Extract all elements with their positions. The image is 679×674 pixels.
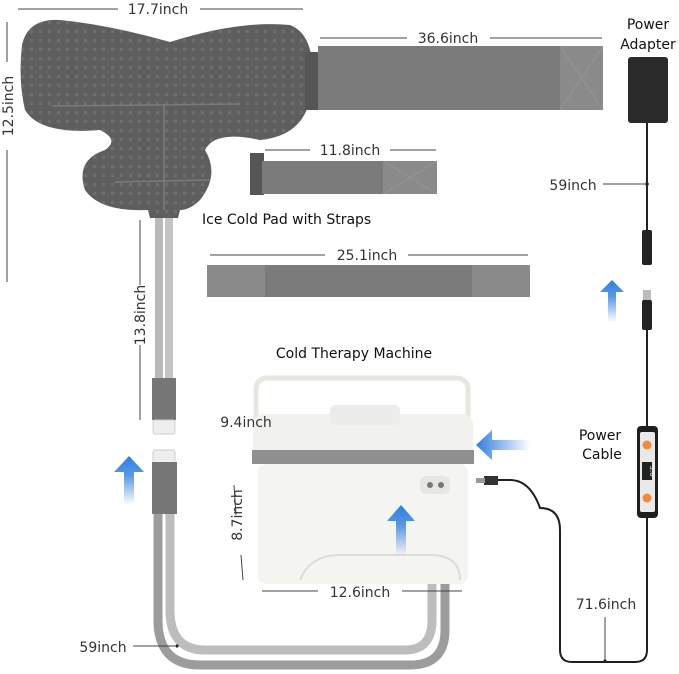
blue-up-arrow-icon <box>387 505 415 555</box>
strap-long: 36.6inch <box>318 31 604 111</box>
blue-up-arrow-icon <box>114 456 144 505</box>
power-cable-label-1: Power <box>579 428 622 444</box>
power-cable-length: 71.6inch <box>576 597 637 613</box>
power-cable-label-2: Cable <box>582 447 622 463</box>
adapter-cord-length: 59inch <box>549 178 596 194</box>
strap-medium-length: 25.1inch <box>337 248 398 264</box>
machine-label: Cold Therapy Machine <box>276 346 432 362</box>
mode-button-icon[interactable] <box>642 493 652 503</box>
machine-depth: 9.4inch <box>220 415 272 431</box>
upper-tubes: 13.8inch <box>133 218 176 435</box>
ice-cold-pad <box>20 19 319 219</box>
pad-height-label: 12.5inch <box>1 76 17 137</box>
controller-display: 5.6 <box>648 465 656 477</box>
blue-left-arrow-icon <box>476 430 530 460</box>
power-adapter-label-2: Adapter <box>620 37 676 53</box>
lower-tube-length: 59inch <box>79 640 126 656</box>
strap-long-length: 36.6inch <box>418 31 479 47</box>
upper-tube-length: 13.8inch <box>133 285 149 346</box>
power-adapter: Power Adapter 59inch <box>549 17 676 430</box>
pad-width-dimension: 17.7inch <box>18 2 303 18</box>
power-adapter-label-1: Power <box>627 17 670 33</box>
blue-up-arrow-icon <box>600 280 624 322</box>
strap-short-length: 11.8inch <box>320 143 381 159</box>
pad-height-dimension: 12.5inch <box>1 22 17 282</box>
machine-height: 8.7inch <box>230 489 246 541</box>
cold-therapy-machine: Cold Therapy Machine 9.4inch 8.7inch 12.… <box>220 346 474 601</box>
strap-short: 11.8inch <box>262 143 438 195</box>
machine-width: 12.6inch <box>330 585 391 601</box>
strap-medium: 25.1inch <box>207 248 530 297</box>
power-cable: Power Cable 5.6 71.6inch <box>476 426 658 663</box>
power-button-icon[interactable] <box>642 440 652 450</box>
pad-label: Ice Cold Pad with Straps <box>202 212 371 228</box>
pad-width-label: 17.7inch <box>128 2 189 18</box>
